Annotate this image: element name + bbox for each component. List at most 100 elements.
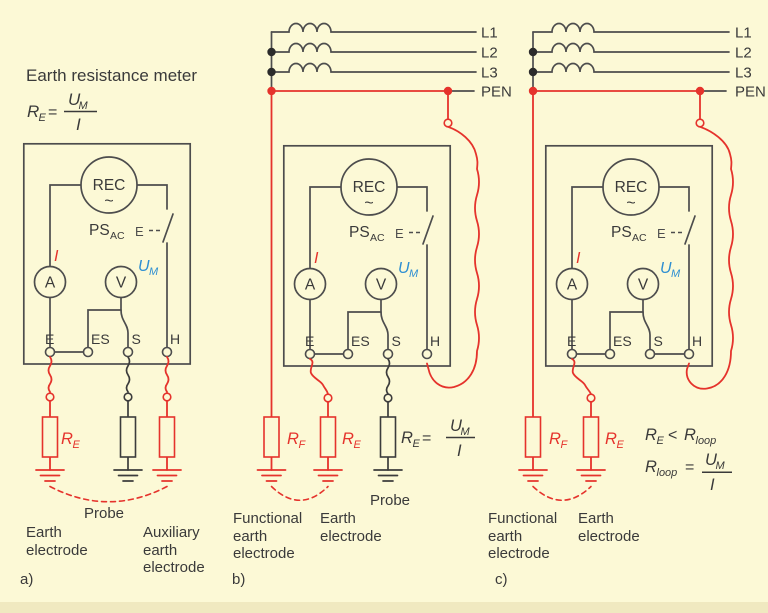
junction-dot-pen-left <box>528 86 538 96</box>
formula-b-lhs-sub: E <box>413 438 421 450</box>
earth-electrode-resistor <box>319 416 337 458</box>
wire-rec-to-switch <box>658 186 690 212</box>
wire-rec-to-ammeter <box>309 186 342 270</box>
re-label: R <box>605 430 617 448</box>
ground-symbol-probe <box>373 469 403 482</box>
flex-lead-e <box>571 358 592 395</box>
meter-enclosure <box>544 144 714 367</box>
voltage-sub-label: M <box>149 266 159 278</box>
line-pen-label: PEN <box>481 84 512 101</box>
meter-enclosure <box>22 142 192 365</box>
formula-b-denominator: I <box>457 442 462 460</box>
rf-sub-label: F <box>299 439 307 451</box>
formula-a-numerator: U <box>68 90 81 109</box>
rec-source-circle <box>602 158 660 216</box>
earth-meter-c: REC ~ PS AC E A V I U M E ES S H <box>544 144 714 367</box>
ammeter-label: A <box>45 275 56 292</box>
formula-a-denominator: I <box>76 115 81 134</box>
ac-wave-symbol: ~ <box>626 195 635 212</box>
terminal-h <box>683 348 695 360</box>
re-sub-label: E <box>73 439 81 451</box>
terminal-h <box>421 348 433 360</box>
loop-lhs: R <box>645 458 657 476</box>
earth-meter-a: REC ~ PS AC E A V I U M E ES S H <box>22 142 192 365</box>
earth-electrode-label-a: Earth electrode <box>26 524 88 559</box>
terminal-h-label: H <box>170 331 180 347</box>
switch-actuator-label: E <box>657 226 666 241</box>
terminal-e <box>566 348 578 360</box>
voltage-label: U <box>398 260 410 277</box>
ground-symbol-earth <box>35 469 65 482</box>
terminal-es-label: ES <box>351 333 370 349</box>
terminal-es-label: ES <box>613 333 632 349</box>
terminal-e <box>44 346 56 358</box>
line-l2-with-winding <box>270 42 477 53</box>
terminal-e-label: E <box>567 333 576 349</box>
ground-symbol-earth <box>313 469 343 482</box>
earth-electrode-label-c: Earth electrode <box>578 510 640 545</box>
wire-voltmeter-to-es <box>609 298 644 351</box>
junction-dot-l3 <box>267 67 276 77</box>
probe-resistor <box>119 416 137 458</box>
page-title: Earth resistance meter <box>26 66 198 85</box>
ground-symbol-earth <box>576 469 606 482</box>
wire-rec-to-ammeter <box>49 184 82 268</box>
terminal-e <box>304 348 316 360</box>
line-l3-with-winding <box>532 62 730 73</box>
line-l1-with-winding <box>270 22 477 33</box>
lead-connector-e <box>586 393 596 403</box>
junction-dot-pen-right <box>443 86 453 96</box>
voltmeter-label: V <box>116 275 127 292</box>
re-label: R <box>342 430 354 448</box>
lead-connector-probe <box>123 392 133 402</box>
formula-c-inequality: R E < R loop <box>645 426 716 447</box>
ineq-rhs: R <box>684 426 696 444</box>
line-l2-with-winding <box>532 42 730 53</box>
meter-enclosure <box>282 144 452 367</box>
formula-b-numerator-sub: M <box>461 426 471 438</box>
formula-b: R E = U M I <box>401 417 475 460</box>
loop-lhs-sub: loop <box>657 467 678 479</box>
functional-earth-resistor <box>524 416 542 458</box>
auxiliary-electrode-label-a: Auxiliary earth electrode <box>143 524 205 577</box>
formula-a-lhs-sub: E <box>39 112 47 124</box>
junction-dot-l2 <box>528 47 538 57</box>
current-label: I <box>54 248 59 265</box>
wire-rec-to-switch <box>396 186 428 212</box>
loop-denominator: I <box>710 476 715 494</box>
terminal-h-label: H <box>430 333 440 349</box>
formula-b-lhs: R <box>401 429 413 447</box>
wire-voltmeter-to-es <box>87 296 122 349</box>
panel-c-letter: c) <box>495 571 508 588</box>
voltage-label: U <box>660 260 672 277</box>
voltage-sub-label: M <box>671 268 681 280</box>
voltmeter-circle <box>364 267 398 301</box>
line-l2-label: L2 <box>735 45 752 62</box>
functional-electrode-label-b: Functional earth electrode <box>233 510 303 563</box>
flex-lead-e <box>309 358 329 395</box>
line-l3-with-winding <box>270 62 477 73</box>
ineq-operator: < <box>668 427 677 444</box>
voltmeter-label: V <box>376 277 387 294</box>
terminal-s-label: S <box>132 331 141 347</box>
formula-a: R E = U M I <box>27 90 97 134</box>
switch-actuator-label: E <box>395 226 404 241</box>
wire-voltmeter-to-s <box>120 309 129 349</box>
earth-meter-b: REC ~ PS AC E A V I U M E ES S H <box>282 144 452 367</box>
formula-b-equals: = <box>422 430 431 447</box>
junction-dot-l2 <box>267 47 276 57</box>
panel-c-circuit: L1 L2 L3 PEN R F <box>518 22 766 501</box>
earth-electrode-label-b: Earth electrode <box>320 510 382 545</box>
wire-voltmeter-to-s <box>380 311 389 351</box>
formula-a-equals: = <box>48 104 57 121</box>
rf-label: R <box>549 430 561 448</box>
panel-b-circuit: L1 L2 L3 PEN R F REC <box>256 22 512 501</box>
probe-label-a: Probe <box>84 505 125 522</box>
line-l3-label: L3 <box>735 65 752 82</box>
panel-a-letter: a) <box>20 571 34 588</box>
lead-connector-probe <box>383 393 393 403</box>
terminal-e-label: E <box>45 331 54 347</box>
terminal-h-label: H <box>692 333 702 349</box>
voltmeter-circle <box>626 267 660 301</box>
